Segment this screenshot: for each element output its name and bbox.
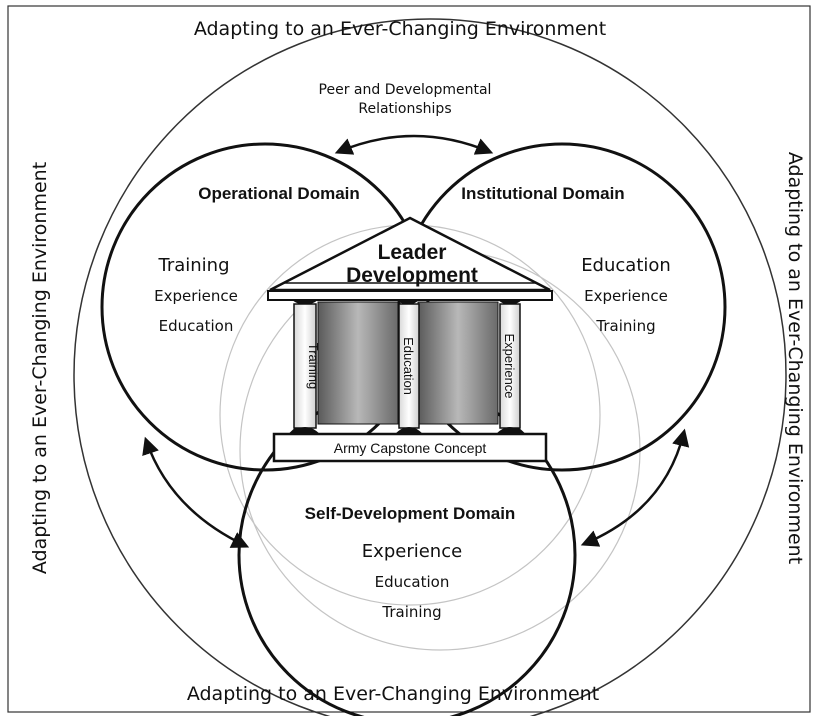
temple-base [272, 432, 548, 463]
self-development-item-1: Experience [362, 541, 462, 562]
pillar-label-experience: Experience [502, 333, 517, 398]
temple-panel-right [417, 301, 499, 425]
institutional-self-development-arrow [580, 428, 690, 547]
operational-item-1: Training [157, 255, 229, 276]
self-development-domain-title: Self-Development Domain [305, 504, 516, 523]
pillar-label-training: Training [306, 343, 321, 389]
peer-relationship-arrow [334, 134, 494, 155]
relationships-label-line1: Peer and Developmental [319, 82, 492, 98]
pillar-label-education: Education [401, 337, 416, 395]
temple-base-label: Army Capstone Concept [334, 440, 487, 456]
outer-frame [7, 5, 811, 713]
self-development-item-2: Education [375, 573, 450, 591]
operational-item-2: Experience [154, 287, 238, 305]
environment-label-left: Adapting to an Ever-Changing Environment [29, 162, 51, 574]
temple-panel-left [317, 301, 399, 425]
operational-self-development-arrow [142, 436, 250, 548]
institutional-item-1: Education [581, 255, 671, 276]
temple-title-line2: Development [346, 264, 478, 287]
environment-circle [73, 18, 787, 716]
environment-label-right: Adapting to an Ever-Changing Environment [784, 152, 806, 564]
self-development-item-3: Training [381, 603, 441, 621]
institutional-item-2: Experience [584, 287, 668, 305]
temple-title-line1: Leader [378, 241, 447, 264]
operational-domain-title: Operational Domain [198, 184, 360, 203]
operational-item-3: Education [159, 317, 234, 335]
leader-development-temple: Leader Development Training Education Ex… [267, 216, 553, 463]
relationships-label-line2: Relationships [358, 101, 451, 117]
environment-label-bottom: Adapting to an Ever-Changing Environment [187, 683, 599, 705]
institutional-domain-title: Institutional Domain [461, 184, 624, 203]
institutional-item-3: Training [595, 317, 655, 335]
temple-roof-beam [267, 290, 553, 301]
environment-label-top: Adapting to an Ever-Changing Environment [194, 18, 606, 40]
